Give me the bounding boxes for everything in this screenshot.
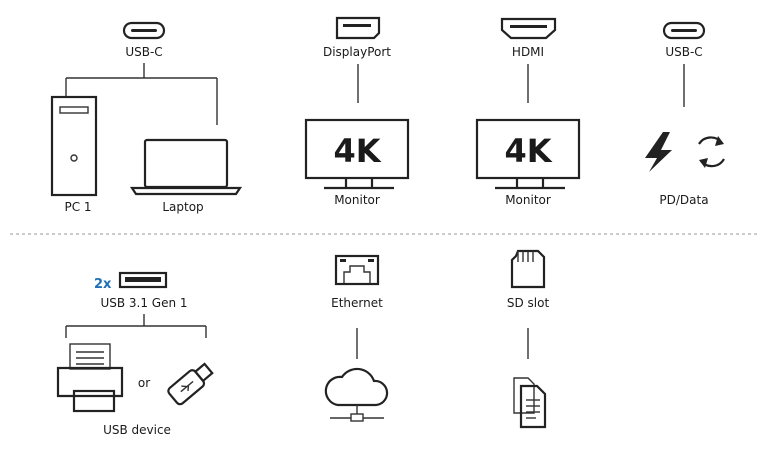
usb-c-port-icon	[662, 21, 706, 40]
hdmi-label: HDMI	[512, 45, 544, 59]
usb-device-label: USB device	[103, 423, 171, 437]
usb-count-badge: 2x	[94, 277, 112, 292]
cloud-network-icon	[324, 367, 389, 422]
pd-data-label: PD/Data	[659, 193, 708, 207]
displayport-group: DisplayPort 4K Monitor	[304, 16, 410, 207]
lightning-icon	[645, 132, 672, 172]
sync-icon	[698, 136, 725, 168]
sd-group: SD slot	[507, 249, 550, 429]
usb-a-port-icon	[118, 271, 168, 289]
hdmi-group: HDMI 4K Monitor	[475, 17, 581, 207]
monitor-icon	[304, 118, 410, 190]
sd-card-icon	[510, 249, 546, 289]
displayport-icon	[335, 16, 381, 40]
documents-icon	[513, 377, 547, 429]
laptop-label: Laptop	[162, 200, 203, 214]
usb-a-group: 2x USB 3.1 Gen 1 or USB device	[56, 271, 214, 437]
displayport-label: DisplayPort	[323, 45, 391, 59]
hdmi-screen-text: 4K	[504, 132, 552, 170]
usbc-left-group: USB-C PC 1 Laptop	[50, 21, 243, 214]
usb-stick-icon	[167, 362, 214, 406]
monitor-icon	[475, 118, 581, 190]
usb-port-label: USB 3.1 Gen 1	[100, 296, 187, 310]
usbc-left-label: USB-C	[125, 45, 162, 59]
dp-screen-text: 4K	[333, 132, 381, 170]
laptop-icon	[129, 138, 243, 196]
pc-label: PC 1	[64, 200, 91, 214]
usb-split-connector	[65, 314, 207, 338]
ethernet-label: Ethernet	[331, 296, 383, 310]
desktop-pc-icon	[50, 95, 98, 197]
ethernet-port-icon	[334, 254, 380, 286]
usbc-right-label: USB-C	[665, 45, 702, 59]
hdmi-icon	[500, 17, 557, 40]
dp-monitor-label: Monitor	[334, 193, 380, 207]
printer-icon	[56, 343, 124, 413]
or-label: or	[138, 376, 150, 390]
usbc-split-connector	[65, 63, 218, 125]
sd-slot-label: SD slot	[507, 296, 550, 310]
usbc-right-group: USB-C PD/Data	[645, 21, 725, 207]
usb-c-port-icon	[122, 21, 166, 40]
ethernet-group: Ethernet	[324, 254, 389, 422]
hdmi-monitor-label: Monitor	[505, 193, 551, 207]
